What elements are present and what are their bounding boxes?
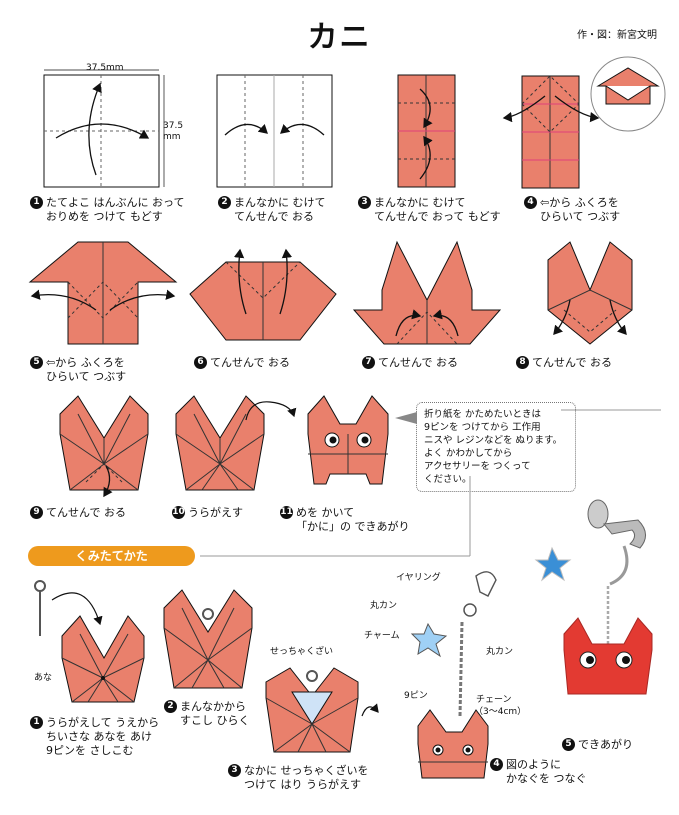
step-4-text: ⇦から ふくろを ひらいて つぶす bbox=[540, 196, 621, 223]
step-1-text: たてよこ はんぶんに おって おりめを つけて もどす bbox=[46, 196, 185, 223]
finished-earring-illustration bbox=[534, 499, 653, 695]
step-5-text: ⇦から ふくろを ひらいて つぶす bbox=[46, 356, 127, 383]
assembly-step-2-text: まんなかから すこし ひらく bbox=[180, 700, 250, 727]
step-2-text: まんなかに むけて てんせんで おる bbox=[234, 196, 326, 223]
assembly-step-3-text: なかに せっちゃくざいを つけて はり うらがえす bbox=[244, 764, 369, 791]
jump-ring-label-2: 丸カン bbox=[486, 647, 514, 657]
step-9-text: てんせんで おる bbox=[46, 506, 126, 519]
step-8-text: てんせんで おる bbox=[532, 356, 612, 369]
step-10-diagram bbox=[175, 395, 265, 491]
chain-length-label: （3～4cm） bbox=[474, 707, 527, 717]
assembly-step-4-text: 図のように かなぐを つなぐ bbox=[506, 758, 587, 785]
step-3-text: まんなかに むけて てんせんで おって もどす bbox=[374, 196, 501, 223]
step-1-diagram bbox=[43, 69, 165, 188]
author-credit: 作・図：新宮文明 bbox=[577, 30, 657, 41]
assembly-banner: くみたてかた bbox=[28, 546, 195, 566]
step-7-diagram bbox=[352, 240, 502, 345]
step-6-number: 6 bbox=[194, 356, 207, 369]
adhesive-label: せっちゃくざい bbox=[270, 647, 334, 657]
note-connector-line bbox=[395, 409, 661, 424]
nine-pin-label: 9ピン bbox=[404, 691, 428, 701]
assembly-step-5-text: できあがり bbox=[578, 738, 633, 751]
assembly-step-2-diagram bbox=[163, 589, 253, 689]
height-dimension-value: 37.5 bbox=[163, 121, 184, 131]
step-4-caption: 4⇦から ふくろを ひらいて つぶす bbox=[524, 196, 620, 224]
step-10-number: 10 bbox=[172, 506, 185, 519]
step-11-crab-diagram bbox=[307, 395, 389, 485]
step-5-caption: 5⇦から ふくろを ひらいて つぶす bbox=[30, 356, 126, 384]
page-title: カニ bbox=[307, 20, 372, 55]
step-6-text: てんせんで おる bbox=[210, 356, 290, 369]
assembly-step-4-number: 4 bbox=[490, 758, 503, 771]
assembly-step-1-number: 1 bbox=[30, 716, 43, 729]
step-10-text: うらがえす bbox=[188, 506, 243, 519]
hole-label: あな bbox=[34, 673, 53, 683]
step-5-number: 5 bbox=[30, 356, 43, 369]
width-dimension: 37.5mm bbox=[86, 63, 124, 73]
step-5-diagram bbox=[28, 241, 178, 345]
charm-label: チャーム bbox=[364, 631, 400, 641]
assembly-step-3-number: 3 bbox=[228, 764, 241, 777]
earring-label: イヤリング bbox=[396, 573, 441, 583]
tip-note: 折り紙を かためたいときは 9ピンを つけてから 工作用 ニスや レジンなどを … bbox=[416, 402, 576, 492]
step-7-text: てんせんで おる bbox=[378, 356, 458, 369]
step-4-number: 4 bbox=[524, 196, 537, 209]
assembly-step-1-diagram bbox=[34, 580, 145, 703]
step-11-number: 11 bbox=[280, 506, 293, 519]
flip-arrow-icon bbox=[245, 401, 297, 421]
step-2-number: 2 bbox=[218, 196, 231, 209]
step-4-diagram bbox=[502, 56, 666, 189]
assembly-step-1-text: うらがえして うえから ちいさな あなを あけ 9ピンを さしこむ bbox=[46, 716, 160, 757]
step-6-diagram bbox=[189, 248, 337, 341]
assembly-step-2-number: 2 bbox=[164, 700, 177, 713]
step-2-diagram bbox=[216, 74, 333, 188]
assembly-step-4-diagram bbox=[410, 571, 497, 779]
step-8-diagram bbox=[547, 241, 633, 345]
assembly-step-3-diagram bbox=[265, 667, 379, 753]
height-dimension-unit: mm bbox=[163, 132, 181, 142]
step-8-number: 8 bbox=[516, 356, 529, 369]
step-11-text: めを かいて 「かに」の できあがり bbox=[296, 506, 410, 533]
step-1-number: 1 bbox=[30, 196, 43, 209]
step-7-number: 7 bbox=[362, 356, 375, 369]
chain-label: チェーン bbox=[476, 695, 512, 705]
step-9-diagram bbox=[59, 395, 149, 498]
section-divider-line bbox=[200, 476, 471, 557]
jump-ring-label-1: 丸カン bbox=[370, 601, 398, 611]
step-3-diagram bbox=[397, 74, 456, 188]
step-3-number: 3 bbox=[358, 196, 371, 209]
assembly-step-5-number: 5 bbox=[562, 738, 575, 751]
step-9-number: 9 bbox=[30, 506, 43, 519]
